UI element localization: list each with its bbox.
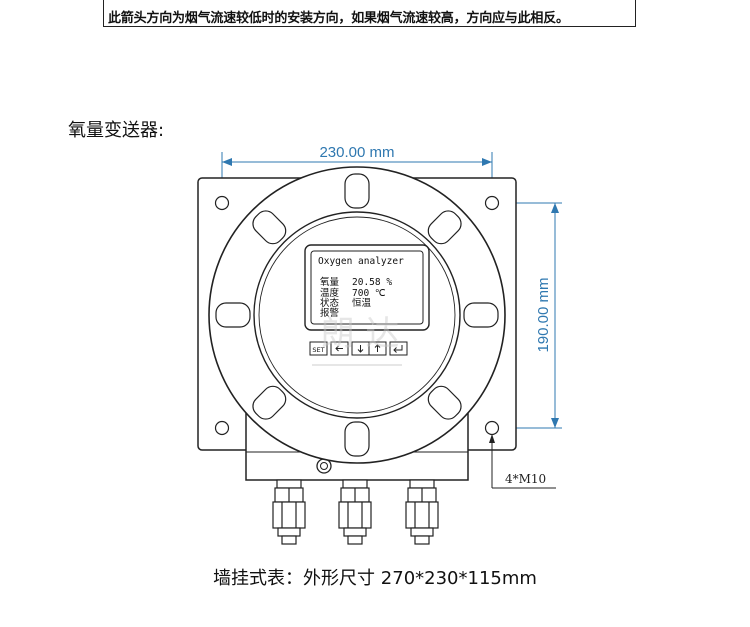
up-button[interactable] — [368, 341, 387, 356]
cable-gland-3 — [405, 479, 439, 545]
lcd-label-status: 状态 — [320, 297, 340, 309]
cable-gland-2 — [338, 479, 372, 545]
cable-glands — [272, 479, 439, 545]
bolt-holes — [214, 195, 500, 436]
lcd-title: Oxygen analyzer — [318, 256, 404, 267]
set-button-label: SET — [312, 346, 324, 354]
bolt-callout: 4*M10 — [489, 434, 556, 489]
housing-ribs — [215, 173, 499, 457]
watermark: 朗 达 — [321, 314, 400, 354]
up-arrow-icon — [374, 344, 381, 352]
width-label: 230.00 mm — [319, 144, 394, 161]
lcd-screen — [310, 250, 424, 325]
down-button[interactable] — [351, 341, 370, 356]
lcd-label-alarm: 报警 — [320, 307, 340, 319]
lcd-value-status: 恒温 — [352, 297, 372, 309]
lcd-label-oxygen: 氧量 — [320, 276, 340, 288]
bolt-label: 4*M10 — [505, 472, 546, 486]
caption: 墙挂式表：外形尺寸 270*230*115mm — [213, 568, 537, 589]
note-box — [103, 0, 636, 27]
set-button[interactable]: SET — [309, 341, 328, 356]
left-button[interactable] — [330, 341, 349, 356]
lcd-value-oxygen: 20.58 % — [352, 277, 392, 288]
height-label: 190.00 mm — [535, 277, 552, 352]
section-title: 氧量变送器: — [68, 120, 165, 141]
lcd-value-temperature: 700 ℃ — [352, 288, 386, 299]
enter-icon — [393, 345, 403, 353]
down-arrow-icon — [357, 345, 364, 353]
cable-gland-1 — [272, 479, 306, 545]
keypad: SET — [309, 341, 408, 356]
left-arrow-icon — [335, 345, 343, 352]
lcd-label-temperature: 温度 — [320, 287, 340, 299]
note-text: 此箭头方向为烟气流速较低时的安装方向，如果烟气流速较高，方向应与此相反。 — [108, 11, 569, 26]
enter-button[interactable] — [389, 341, 408, 356]
